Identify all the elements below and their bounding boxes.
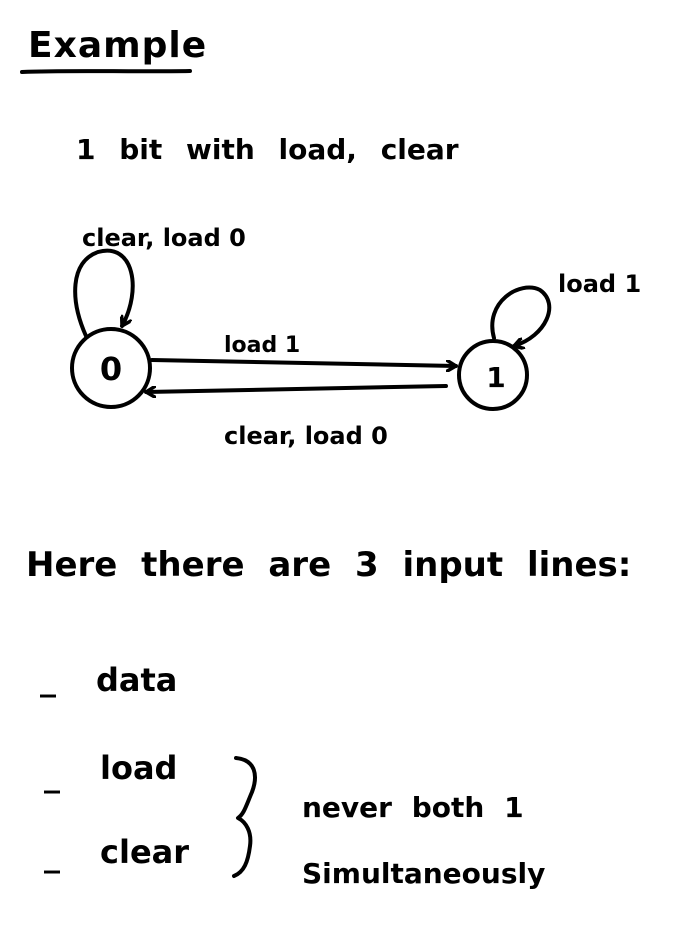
input-clear-dash: _ [44,836,60,874]
self-loop-0-arrow [73,248,135,338]
title-underline [20,69,192,74]
input-load-dash: _ [44,756,60,794]
input-data-dash: _ [40,660,56,698]
state-1-ring [457,339,529,411]
self-loop-1-label: load 1 [558,270,641,298]
edge-0-to-1-label: load 1 [224,333,300,358]
state-1-label: 1 [486,361,505,394]
state-1: 1 [457,339,529,411]
edge-1-to-0-arrow [144,384,448,392]
edge-0-to-1-arrow [150,358,458,366]
edge-1-to-0-label: clear, load 0 [224,422,388,450]
self-loop-0-label: clear, load 0 [82,224,246,252]
state-0-label: 0 [100,350,122,388]
constraint-line-1: never both 1 [302,791,524,824]
curly-brace [232,756,257,878]
constraint-line-2: Simultaneously [302,857,546,890]
state-0: 0 [70,327,152,409]
page-title: Example [28,25,208,66]
intro-text: Here there are 3 input lines: [26,545,632,585]
subtitle: 1 bit with load, clear [76,133,459,166]
self-loop-1-arrow [490,285,552,346]
state-0-outer-ring [70,327,152,409]
input-load-label: load [100,749,178,787]
input-data-label: data [96,661,178,699]
input-clear-label: clear [100,833,190,871]
